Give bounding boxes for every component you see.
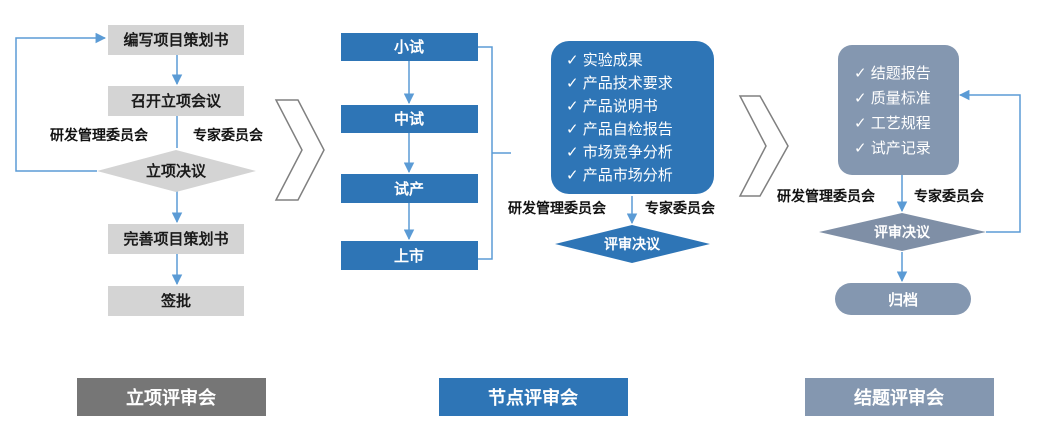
stage3-deliverable-3: ✓ 工艺规程: [854, 115, 931, 132]
stage1-step-3-label: 完善项目策划书: [123, 230, 228, 248]
stage2-deliverable-6: ✓ 产品市场分析: [566, 167, 673, 184]
footer-stage3-label: 结题评审会: [854, 387, 944, 408]
stage3-decision-label: 评审决议: [874, 224, 931, 240]
stage1-step-3: [108, 224, 244, 254]
stage3-deliverables-box: [838, 45, 959, 175]
stage1-decision-label: 立项决议: [146, 162, 207, 180]
stage2-deliverable-3: ✓ 产品说明书: [566, 98, 658, 115]
stage3-archive-label: 归档: [888, 291, 918, 309]
stage2-committee-left: 研发管理委员会: [508, 200, 607, 216]
stage3-committee-left: 研发管理委员会: [777, 188, 876, 204]
stage3-committee-right: 专家委员会: [914, 188, 985, 204]
stage2-connectors: [403, 46, 638, 260]
stage2-decision-diamond: [555, 225, 710, 263]
stage1-decision-diamond: [97, 150, 256, 192]
footer-stage1: [77, 378, 266, 416]
stage2-step-2-label: 中试: [394, 110, 424, 128]
stage3-connectors: [896, 89, 1021, 283]
stage1-step-2: [108, 86, 244, 116]
stage3-deliverable-2: ✓ 质量标准: [854, 90, 931, 107]
stage2-deliverables-box: [551, 41, 714, 194]
footer-stage3: [805, 378, 994, 416]
stage2-step-3: [341, 174, 478, 203]
footer-stage2-label: 节点评审会: [488, 387, 578, 408]
stage2-step-1-label: 小试: [394, 38, 424, 56]
stage1-committee-left: 研发管理委员会: [50, 127, 149, 143]
stage1-committee-right: 专家委员会: [193, 127, 264, 143]
stage2-step-4: [341, 241, 478, 270]
stage1-step-1-label: 编写项目策划书: [123, 31, 228, 49]
stage3-archive: [835, 283, 971, 315]
stage2-deliverable-2: ✓ 产品技术要求: [566, 75, 673, 92]
stage2-deliverable-1: ✓ 实验成果: [566, 52, 643, 69]
stage2-deliverable-5: ✓ 市场竞争分析: [566, 143, 673, 161]
stage1-step-1: [108, 25, 244, 55]
chevron-right-icon: [274, 99, 325, 201]
stage2-step-2: [341, 105, 478, 133]
stage1-step-4: [108, 286, 244, 316]
stage2-deliverable-4: ✓ 产品自检报告: [566, 121, 673, 138]
stage2-committee-right: 专家委员会: [645, 200, 716, 216]
stage3-deliverable-4: ✓ 试产记录: [854, 140, 931, 157]
stage2-step-4-label: 上市: [394, 247, 424, 265]
chevron-right-icon: [738, 95, 789, 197]
stage2-step-1: [341, 33, 478, 61]
stage2-decision-label: 评审决议: [604, 236, 661, 252]
stage1-step-2-label: 召开立项会议: [131, 92, 222, 110]
stage3-deliverable-1: ✓ 结题报告: [854, 65, 931, 82]
stage1-step-4-label: 签批: [160, 292, 191, 310]
stage3-decision-diamond: [819, 213, 986, 251]
footer-stage2: [439, 378, 628, 416]
stage1-connectors: [15, 32, 183, 286]
footer-stage1-label: 立项评审会: [126, 387, 216, 408]
stage2-step-3-label: 试产: [394, 180, 424, 198]
